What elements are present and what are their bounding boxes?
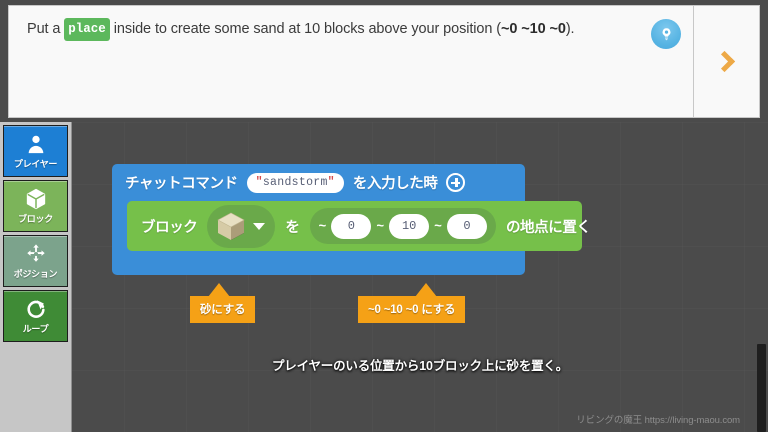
- callout-set-position: ~0 ~10 ~0 にする: [358, 283, 466, 323]
- toolbox-item-position[interactable]: ポジション: [3, 235, 68, 287]
- toolbox-item-label: ポジション: [13, 268, 58, 279]
- position-x-input[interactable]: 0: [331, 213, 372, 239]
- plus-circle-icon[interactable]: [446, 173, 466, 192]
- toolbox-item-label: プレイヤー: [13, 158, 58, 169]
- place-block-label-mid: を: [285, 219, 300, 236]
- workspace-caption: プレイヤーのいる位置から10ブロック上に砂を置く。: [271, 359, 569, 373]
- callout-set-sand: 砂にする: [190, 283, 256, 323]
- hint-button[interactable]: [651, 19, 681, 49]
- toolbox-item-label: ブロック: [18, 213, 53, 224]
- move-icon: [25, 243, 47, 265]
- tutorial-instruction-text: Put a place inside to create some sand a…: [9, 6, 632, 51]
- toolbox-item-block[interactable]: ブロック: [3, 180, 68, 232]
- place-block-label-left: ブロック: [141, 219, 198, 236]
- next-step-button[interactable]: [693, 5, 760, 118]
- tutorial-header: Put a place inside to create some sand a…: [8, 5, 760, 118]
- place-code-chip[interactable]: place: [64, 18, 110, 42]
- tilde-x: ~: [318, 218, 327, 234]
- event-block-label-left: チャットコマンド: [125, 176, 238, 192]
- loop-icon: [25, 298, 47, 320]
- blocks-canvas: チャットコマンド "sandstorm" を入力した時 ブロック: [72, 122, 768, 432]
- position-coordinate-field[interactable]: ~ 0 ~ 10 ~ 0: [309, 208, 496, 244]
- chevron-right-icon: [713, 50, 735, 73]
- event-block-header: チャットコマンド "sandstorm" を入力した時: [112, 164, 525, 201]
- place-block-label-right: の地点に置く: [505, 219, 591, 236]
- block-editor: プレイヤー ブロック ポジション: [0, 122, 768, 432]
- quote-close: ": [327, 175, 335, 189]
- block-type-dropdown[interactable]: [207, 204, 276, 248]
- instruction-text-before: Put a: [27, 21, 65, 37]
- toolbox-item-player[interactable]: プレイヤー: [3, 125, 68, 177]
- cube-icon: [25, 188, 47, 210]
- vertical-scrollbar[interactable]: [757, 344, 766, 432]
- instruction-text-after: inside to create some sand at 10 blocks …: [109, 21, 501, 37]
- chat-command-text-input[interactable]: "sandstorm": [246, 172, 344, 193]
- caret-down-icon: [253, 222, 266, 230]
- instruction-text-end: ).: [565, 21, 575, 37]
- lightbulb-icon: [659, 27, 674, 42]
- tilde-z: ~: [434, 218, 442, 234]
- chat-command-value: sandstorm: [262, 175, 328, 189]
- event-block-footer: [112, 261, 525, 275]
- position-y-input[interactable]: 10: [389, 213, 430, 239]
- place-block-statement[interactable]: ブロック を ~: [127, 201, 591, 251]
- quote-open: ": [255, 175, 263, 189]
- toolbox-sidebar: プレイヤー ブロック ポジション: [0, 122, 72, 432]
- toolbox-item-label: ループ: [22, 323, 49, 334]
- watermark-text: リビングの魔王 https://living-maou.com: [576, 415, 740, 426]
- player-icon: [25, 133, 47, 155]
- tutorial-instruction-card: Put a place inside to create some sand a…: [8, 5, 693, 118]
- event-block-label-right: を入力した時: [352, 176, 438, 192]
- position-z-input[interactable]: 0: [446, 213, 487, 239]
- sand-block-icon: [215, 210, 247, 242]
- toolbox-item-loop[interactable]: ループ: [3, 290, 68, 342]
- instruction-coordinates: ~0 ~10 ~0: [500, 21, 566, 37]
- tilde-y: ~: [376, 218, 385, 234]
